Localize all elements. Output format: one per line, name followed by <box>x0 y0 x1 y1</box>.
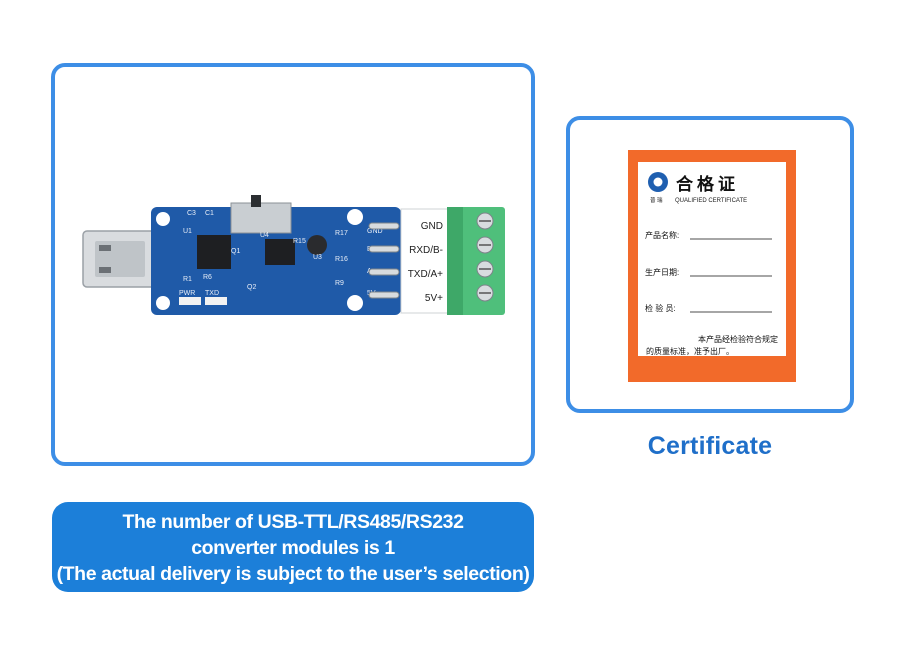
silk-u1: U1 <box>183 228 192 235</box>
certificate-caption: Certificate <box>647 432 773 460</box>
silk-u3: U3 <box>313 254 322 261</box>
mount-hole <box>156 212 170 226</box>
certificate-title: 合格证 <box>676 174 739 194</box>
silk-c3: C3 <box>187 210 196 217</box>
brand-label: 普 瑞 <box>650 196 663 204</box>
silk-pwr: PWR <box>179 290 195 297</box>
silk-r17: R17 <box>335 230 348 237</box>
terminal-label-txd: TXD/A+ <box>408 269 443 280</box>
led-txd <box>205 297 227 305</box>
silk-txd: TXD <box>205 290 219 297</box>
mount-hole <box>156 296 170 310</box>
mount-hole <box>347 295 363 311</box>
product-photo-frame: C3 C1 U1 U4 R15 R17 R16 R9 R6 R1 U3 Q1 Q… <box>51 63 535 466</box>
silk-q1: Q1 <box>231 248 240 255</box>
silk-r6: R6 <box>203 274 212 281</box>
silk-q2: Q2 <box>247 284 256 291</box>
terminal-label-5v: 5V+ <box>425 293 443 304</box>
silk-r16: R16 <box>335 256 348 263</box>
banner-line-3: (The actual delivery is subject to the u… <box>56 563 530 585</box>
certificate-image: 普 瑞 合格证 QUALIFIED CERTIFICATE 产品名称: 生产日期… <box>628 150 796 382</box>
field-product-name: 产品名称: <box>645 230 679 240</box>
terminal-label-gnd: GND <box>421 221 443 232</box>
quantity-banner: The number of USB-TTL/RS485/RS232 conver… <box>52 502 534 592</box>
terminal-screws <box>476 212 494 302</box>
usb-converter-board-image: C3 C1 U1 U4 R15 R17 R16 R9 R6 R1 U3 Q1 Q… <box>82 195 505 315</box>
silk-r1: R1 <box>183 276 192 283</box>
field-production-date: 生产日期: <box>645 267 679 277</box>
mode-switch <box>230 202 292 234</box>
silk-c1: C1 <box>205 210 214 217</box>
terminal-label-rxd: RXD/B- <box>409 245 443 256</box>
banner-line-2: converter modules is 1 <box>191 537 395 559</box>
certificate-inner <box>638 162 786 356</box>
certificate-subtitle: QUALIFIED CERTIFICATE <box>675 198 747 204</box>
silk-gnd: GND <box>367 228 383 235</box>
led-pwr <box>179 297 201 305</box>
banner-line-1: The number of USB-TTL/RS485/RS232 <box>122 511 464 533</box>
certificate-note-line2: 的质量标准，准予出厂。 <box>646 346 734 356</box>
chip-u1 <box>197 235 231 269</box>
mount-hole <box>347 209 363 225</box>
silk-u4: U4 <box>260 232 269 239</box>
chip-u4 <box>265 239 295 265</box>
silk-r15: R15 <box>293 238 306 245</box>
field-inspector: 检 验 员: <box>645 303 676 313</box>
silk-r9: R9 <box>335 280 344 287</box>
crystal <box>307 235 327 255</box>
certificate-note-line1: 本产品经检验符合规定 <box>698 334 778 344</box>
certificate-frame: 普 瑞 合格证 QUALIFIED CERTIFICATE 产品名称: 生产日期… <box>566 116 854 413</box>
